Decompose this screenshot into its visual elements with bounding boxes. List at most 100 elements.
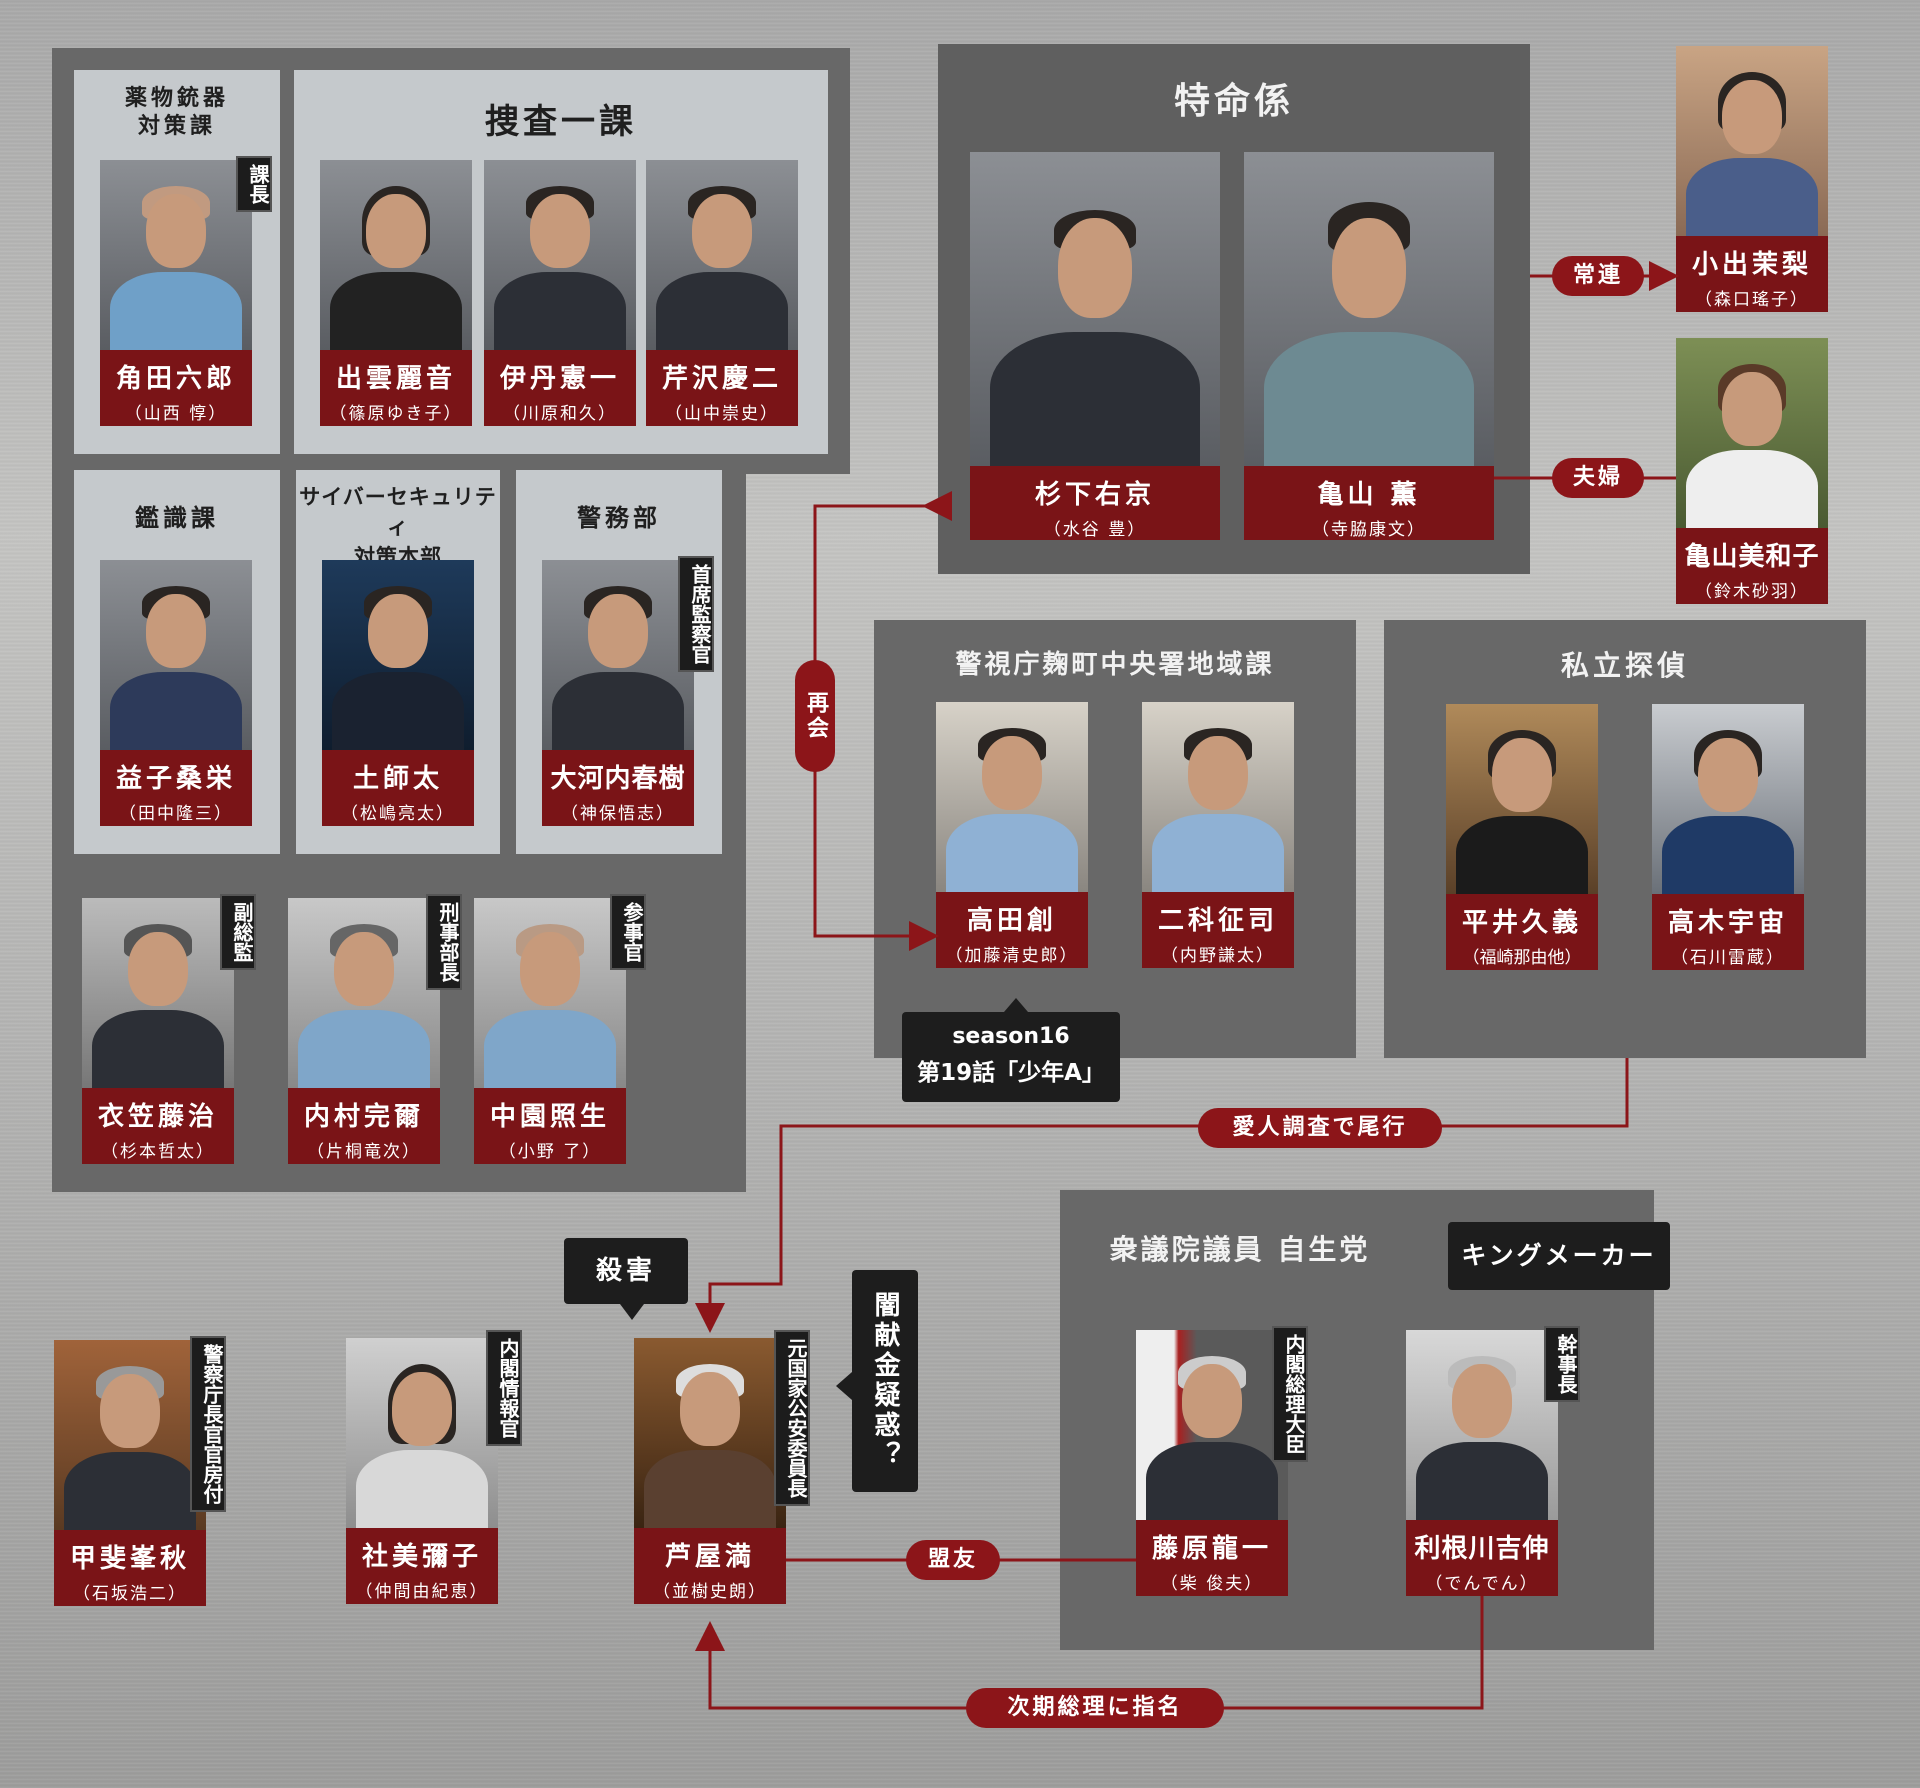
- person-name: 亀山 薫: [1317, 480, 1421, 510]
- actor-name: （仲間由紀恵）: [355, 1582, 489, 1602]
- actor-name: （川原和久）: [503, 404, 617, 424]
- actor-name: （でんでん）: [1425, 1574, 1539, 1594]
- actor-name: （篠原ゆき子）: [329, 404, 463, 424]
- portrait-photo: [542, 560, 694, 750]
- portrait-photo: [474, 898, 626, 1088]
- actor-name: （並樹史朗）: [653, 1582, 767, 1602]
- season-pointer: [1004, 998, 1028, 1012]
- portrait-photo: [1676, 46, 1828, 236]
- season-line2: 第19話「少年A」: [917, 1060, 1105, 1086]
- person-name: 亀山美和子: [1684, 542, 1820, 572]
- line-aijin: [695, 1058, 1629, 1333]
- portrait-photo: [646, 160, 798, 350]
- name-box: 小出茉梨（森口瑤子）: [1676, 236, 1828, 312]
- pill-aijin: 愛人調査で尾行: [1198, 1108, 1442, 1148]
- person-name: 伊丹憲一: [499, 364, 620, 394]
- person-name: 高田創: [966, 906, 1057, 936]
- name-box: 出雲麗音 （篠原ゆき子）: [320, 350, 472, 426]
- jimintou-title: 衆議院議員 自生党: [1109, 1233, 1371, 1266]
- name-box: 土師太 （松嶋亮太）: [322, 750, 474, 826]
- season-bubble: season16 第19話「少年A」: [902, 1012, 1120, 1102]
- name-box: 甲斐峯秋（石坂浩二）: [54, 1530, 206, 1606]
- actor-name: （内野謙太）: [1161, 946, 1275, 966]
- actor-name: （山西 惇）: [124, 404, 228, 424]
- person-name: 内村完爾: [303, 1102, 424, 1132]
- pill-jiki: 次期総理に指名: [966, 1688, 1224, 1728]
- name-box: 藤原龍一（柴 俊夫）: [1136, 1520, 1288, 1596]
- portrait-photo: [936, 702, 1088, 892]
- name-box: 大河内春樹 （神保悟志）: [542, 750, 694, 826]
- portrait-photo: [1406, 1330, 1558, 1520]
- pill-joren: 常連: [1552, 256, 1644, 296]
- person-name: 大河内春樹: [550, 764, 686, 794]
- name-box: 益子桑栄（田中隆三）: [100, 750, 252, 826]
- actor-name: （神保悟志）: [561, 804, 675, 824]
- actor-name: （鈴木砂羽）: [1695, 582, 1809, 602]
- pill-meiyuu: 盟友: [906, 1540, 1000, 1580]
- kingmaker-bubble: キングメーカー: [1448, 1222, 1670, 1290]
- yakubutsu-title: 薬物銃器 対策課: [124, 85, 229, 139]
- actor-name: （加藤清史郎）: [945, 946, 1079, 966]
- role-tag-uchimura: 刑事部長: [426, 894, 462, 990]
- tokumei-title: 特命係: [1173, 80, 1294, 122]
- person-name: 二科征司: [1157, 906, 1278, 936]
- name-box: 杉下右京 （水谷 豊）: [970, 466, 1220, 540]
- name-box: 芦屋満（並樹史朗）: [634, 1528, 786, 1604]
- person-name: 社美彌子: [361, 1542, 482, 1572]
- person-name: 土師太: [352, 764, 443, 794]
- person-name: 中園照生: [489, 1102, 610, 1132]
- portrait-photo: [1652, 704, 1804, 894]
- portrait-photo: [1676, 338, 1828, 528]
- tantei-title: 私立探偵: [1560, 649, 1689, 682]
- portrait-photo: [288, 898, 440, 1088]
- role-tag-fujiwara: 内閣総理大臣: [1272, 1326, 1308, 1462]
- name-box: 亀山美和子 （鈴木砂羽）: [1676, 528, 1828, 604]
- actor-name: （片桐竜次）: [307, 1142, 421, 1162]
- name-box: 平井久義（福崎那由他）: [1446, 894, 1598, 970]
- person-name: 利根川吉伸: [1414, 1534, 1550, 1564]
- portrait-photo: [346, 1338, 498, 1528]
- name-box: 社美彌子 （仲間由紀恵）: [346, 1528, 498, 1604]
- portrait-photo: [320, 160, 472, 350]
- role-tag-yashiro: 内閣情報官: [486, 1330, 522, 1446]
- portrait-photo: [100, 160, 252, 350]
- actor-name: （水谷 豊）: [1043, 520, 1147, 540]
- actor-name: （松嶋亮太）: [341, 804, 455, 824]
- actor-name: （石川雷蔵）: [1671, 948, 1785, 968]
- portrait-photo: [634, 1338, 786, 1528]
- actor-name: （田中隆三）: [119, 804, 233, 824]
- season-line1: season16: [952, 1024, 1070, 1049]
- person-name: 角田六郎: [115, 364, 236, 394]
- person-name: 小出茉梨: [1691, 250, 1812, 280]
- kanshiki-title: 鑑識課: [135, 503, 219, 532]
- pill-saikai: 再会: [795, 660, 835, 772]
- name-box: 二科征司 （内野謙太）: [1142, 892, 1294, 968]
- portrait-photo: [322, 560, 474, 750]
- portrait-photo: [970, 152, 1220, 466]
- person-name: 衣笠藤治: [97, 1102, 218, 1132]
- person-name: 高木宇宙: [1667, 908, 1788, 938]
- pill-fuufu: 夫婦: [1552, 458, 1644, 498]
- role-tag-kinugasa: 副総監: [220, 894, 256, 970]
- name-box: 内村完爾 （片桐竜次）: [288, 1088, 440, 1164]
- portrait-photo: [82, 898, 234, 1088]
- portrait-photo: [100, 560, 252, 750]
- person-name: 出雲麗音: [335, 364, 456, 394]
- satsugai-pointer: [620, 1304, 644, 1320]
- person-name: 杉下右京: [1034, 480, 1155, 510]
- name-box: 中園照生 （小野 了）: [474, 1088, 626, 1164]
- role-tag-kakuda: 課長: [236, 156, 272, 212]
- actor-name: （小野 了）: [498, 1142, 602, 1162]
- role-tag-kai: 警察庁長官官房付: [190, 1336, 226, 1512]
- role-tag-nakazono: 参事官: [610, 894, 646, 970]
- actor-name: （柴 俊夫）: [1160, 1574, 1264, 1594]
- yamikenkin-bubble: 闇献金疑惑？: [852, 1270, 918, 1492]
- chiiki-title: 警視庁麹町中央署地域課: [955, 650, 1275, 680]
- name-box: 高木宇宙 （石川雷蔵）: [1652, 894, 1804, 970]
- person-name: 甲斐峯秋: [69, 1544, 190, 1574]
- name-box: 高田創 （加藤清史郎）: [936, 892, 1088, 968]
- portrait-photo: [1142, 702, 1294, 892]
- portrait-photo: [484, 160, 636, 350]
- role-tag-ashiya: 元国家公安委員長: [774, 1330, 810, 1506]
- actor-name: （寺脇康文）: [1312, 520, 1426, 540]
